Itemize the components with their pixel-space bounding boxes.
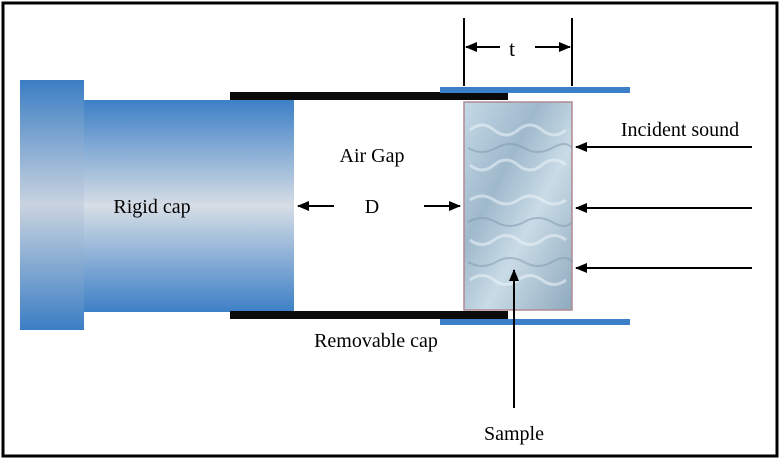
incident-sound-label: Incident sound [621,119,739,141]
air-gap-label: Air Gap [340,145,405,167]
rigid-cap-body [84,100,294,312]
tube-top-wall [440,87,630,93]
rigid-cap-label: Rigid cap [113,196,190,218]
removable-cap-bottom-wall [230,311,508,319]
removable-cap-label: Removable cap [314,330,438,352]
tube-bottom-wall [440,319,630,325]
thickness-label: t [509,36,515,61]
rigid-cap-flange [20,80,84,330]
removable-cap-top-wall [230,92,508,100]
sample-label: Sample [484,423,544,445]
sample-block [463,101,573,311]
distance-label: D [365,196,379,218]
